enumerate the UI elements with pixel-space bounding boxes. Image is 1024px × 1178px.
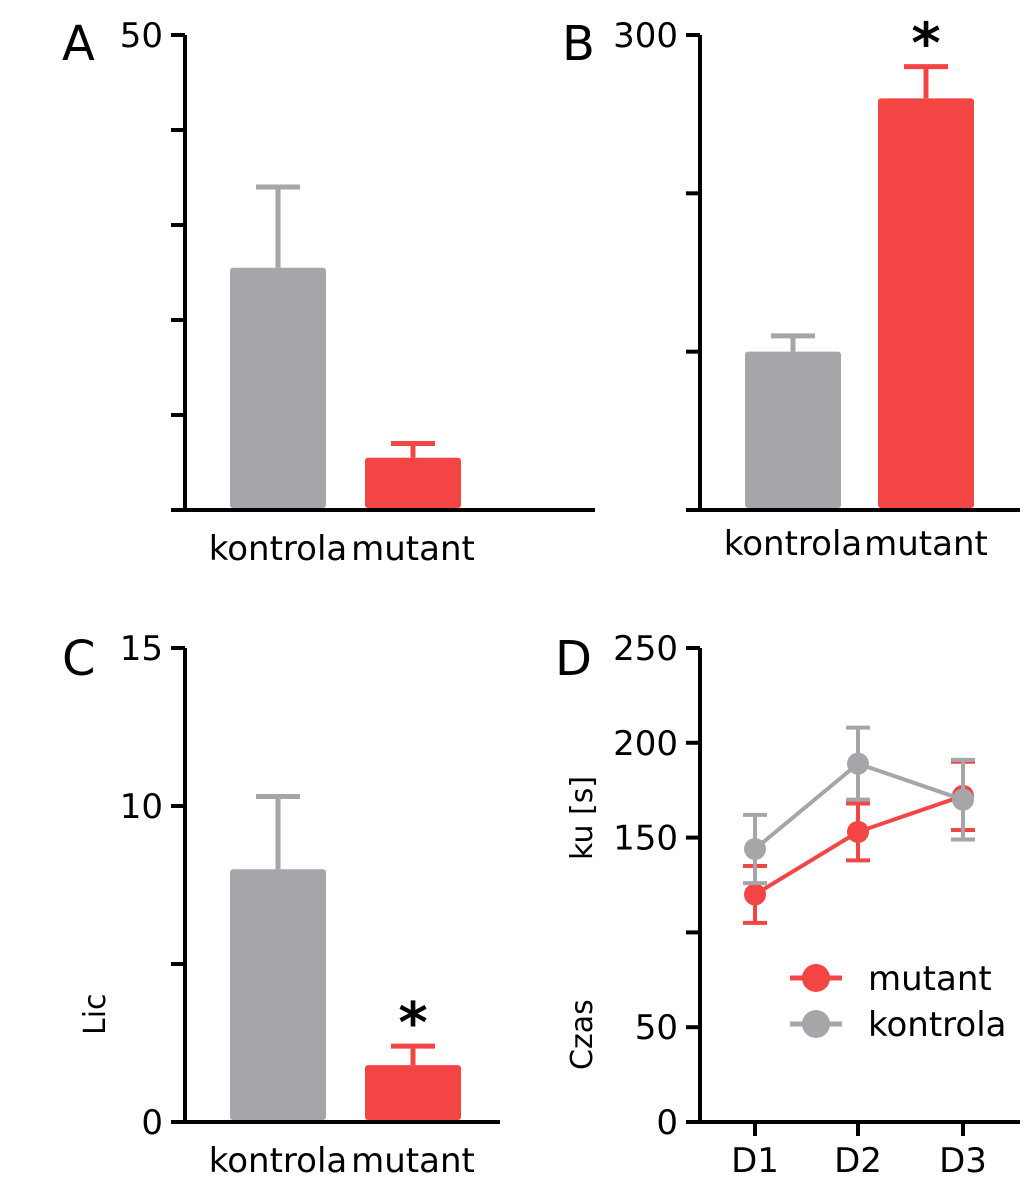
panel-d-ytick-label-50: 50 bbox=[635, 1008, 678, 1048]
panel-a-category-kontrola: kontrola bbox=[209, 529, 347, 569]
panel-a-letter: A bbox=[62, 16, 95, 72]
panel-c-letter: C bbox=[62, 631, 96, 687]
panel-d-letter: D bbox=[555, 631, 592, 687]
panel-c-ytick-label-15: 15 bbox=[120, 629, 163, 669]
panel-d-series-mutant-point-1 bbox=[847, 820, 869, 843]
panel-b-significance-mutant: * bbox=[911, 12, 940, 77]
panel-d-ytick-label-150: 150 bbox=[613, 819, 678, 859]
panel-c-ytick-label-0: 0 bbox=[141, 1103, 163, 1143]
panel-d-series-kontrola-point-2 bbox=[952, 788, 974, 811]
panel-d-legend-kontrola-swatch-marker bbox=[802, 1010, 830, 1038]
panel-c-bar-kontrola bbox=[230, 869, 326, 1120]
panel-c-ytick-label-10: 10 bbox=[120, 787, 163, 827]
panel-a-bar-kontrola bbox=[230, 267, 326, 508]
panel-c-category-kontrola: kontrola bbox=[209, 1141, 347, 1178]
panel-c-bar-mutant bbox=[365, 1065, 461, 1120]
panel-d-legend-mutant-label: mutant bbox=[868, 959, 992, 999]
panel-c-significance-mutant: * bbox=[398, 991, 427, 1056]
panel-c-ylabel: Lic bbox=[78, 993, 113, 1035]
panel-b-bar-kontrola bbox=[745, 351, 841, 508]
panel-d-series-mutant-point-0 bbox=[744, 883, 766, 906]
panel-d-series-kontrola-point-0 bbox=[744, 837, 766, 860]
panel-d-xtick-label-D3: D3 bbox=[939, 1141, 987, 1178]
panel-b-ytick-label-300: 300 bbox=[613, 16, 678, 56]
panel-d-ytick-label-250: 250 bbox=[613, 629, 678, 669]
panel-d-ytick-label-200: 200 bbox=[613, 724, 678, 764]
panel-a-category-mutant: mutant bbox=[351, 529, 475, 569]
panel-d-legend-kontrola-label: kontrola bbox=[868, 1005, 1006, 1045]
panel-d-series-kontrola-point-1 bbox=[847, 752, 869, 775]
panel-a-bar-mutant bbox=[365, 457, 461, 508]
panel-a-ytick-label-50: 50 bbox=[120, 16, 163, 56]
panel-c-category-mutant: mutant bbox=[351, 1141, 475, 1178]
panel-d-xtick-label-D2: D2 bbox=[834, 1141, 882, 1178]
panel-b-bar-mutant bbox=[878, 98, 974, 508]
panel-b-letter: B bbox=[562, 16, 595, 72]
panel-d-xtick-label-D1: D1 bbox=[731, 1141, 779, 1178]
panel-b-category-mutant: mutant bbox=[864, 524, 988, 564]
panel-b-category-kontrola: kontrola bbox=[724, 524, 862, 564]
panel-d-ylabel-fragment-start: Czas bbox=[565, 999, 600, 1070]
panel-d-ytick-label-0: 0 bbox=[656, 1103, 678, 1143]
panel-d-legend-mutant-swatch-marker bbox=[802, 964, 830, 992]
panel-d-ylabel-fragment-end: ku [s] bbox=[565, 776, 600, 860]
